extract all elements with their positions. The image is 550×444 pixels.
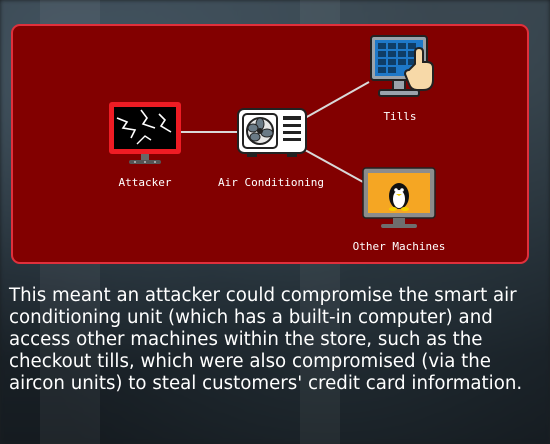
touchscreen-till-icon bbox=[370, 35, 434, 97]
other-machines-label: Other Machines bbox=[352, 240, 446, 253]
link-aircon-other bbox=[304, 149, 364, 183]
tills-node bbox=[365, 34, 437, 102]
air-conditioner-icon bbox=[237, 108, 307, 157]
tills-label: Tills bbox=[383, 110, 417, 123]
link-aircon-tills bbox=[304, 81, 370, 119]
network-diagram: Attacker Air Conditioning bbox=[11, 24, 529, 264]
aircon-node bbox=[237, 108, 307, 158]
hacked-monitor-icon bbox=[109, 102, 181, 164]
connection-lines bbox=[181, 81, 370, 183]
other-machines-node bbox=[361, 166, 437, 230]
aircon-label: Air Conditioning bbox=[218, 176, 324, 189]
explanation-caption: This meant an attacker could compromise … bbox=[9, 285, 523, 394]
attacker-node bbox=[107, 100, 183, 168]
attacker-label: Attacker bbox=[118, 176, 172, 189]
linux-monitor-icon bbox=[362, 167, 436, 228]
